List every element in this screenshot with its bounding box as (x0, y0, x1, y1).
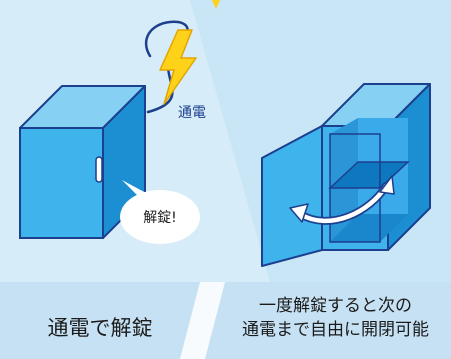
speech-bubble-body (120, 190, 200, 244)
caption-band (0, 282, 451, 359)
open-door (261, 125, 323, 267)
lightning-bolt-icon (159, 29, 197, 105)
open-box (261, 83, 431, 267)
door-handle-icon (95, 156, 103, 183)
interior-floor (330, 214, 408, 242)
caption-right-line-2: 通電まで自由に開閉可能 (242, 320, 429, 340)
unlock-speech-bubble: 解錠! (120, 180, 200, 244)
caption-divider (180, 282, 225, 359)
caption-free-open-close: 一度解錠すると次の 通電まで自由に開閉可能 (220, 294, 451, 342)
caption-unlock-by-power: 通電で解錠 (47, 316, 153, 340)
caption-right-line-1: 一度解錠すると次の (259, 296, 412, 316)
top-bolt-tip-icon (212, 0, 220, 9)
power-on-label: 通電 (178, 105, 206, 121)
swing-arrow-icon (289, 175, 395, 225)
interior-shelf (328, 161, 410, 189)
closed-box-front (19, 127, 104, 239)
unlock-bubble-text: 解錠! (143, 210, 177, 226)
